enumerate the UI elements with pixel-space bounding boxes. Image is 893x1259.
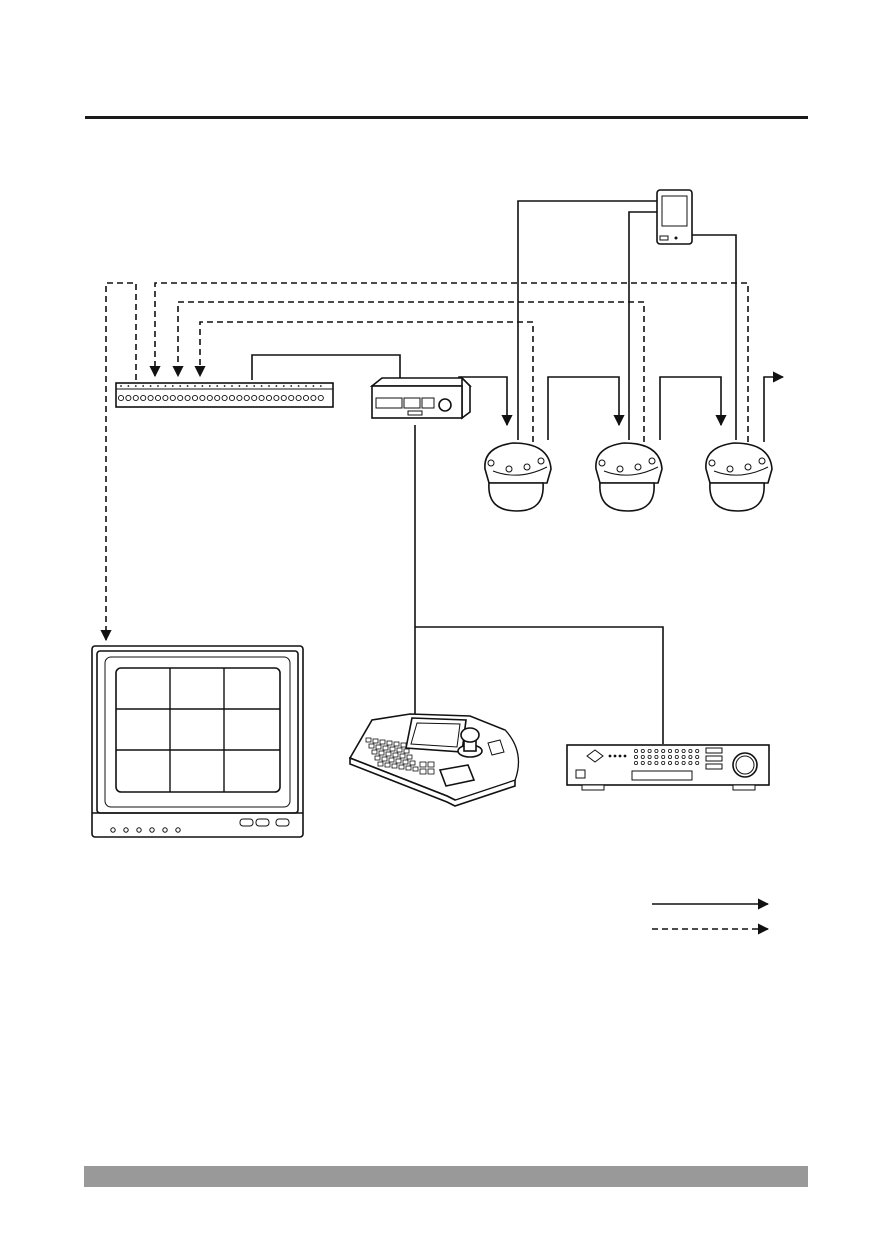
dome-camera-icon xyxy=(485,443,551,511)
control-line-camera-2 xyxy=(548,377,619,440)
control-line-camera-3 xyxy=(660,377,721,440)
video-line-camera-2 xyxy=(178,302,644,442)
video-line-monitor xyxy=(106,283,136,640)
distributor-to-code-line xyxy=(252,355,400,384)
footer-bar xyxy=(84,1166,808,1187)
power-line-camera-3 xyxy=(692,235,736,440)
monitor-icon xyxy=(92,646,303,837)
legend xyxy=(652,904,768,929)
dome-camera-icon xyxy=(706,443,772,511)
header-rule xyxy=(85,116,808,119)
power-supply-icon xyxy=(657,190,692,244)
video-line-camera-1 xyxy=(200,322,533,442)
control-line-out xyxy=(764,377,783,442)
power-line-camera-2 xyxy=(629,212,657,440)
code-distributor-icon xyxy=(372,378,470,418)
dvr-icon xyxy=(567,745,769,790)
dome-camera-icon xyxy=(596,443,662,511)
power-line-camera-1 xyxy=(518,201,657,440)
